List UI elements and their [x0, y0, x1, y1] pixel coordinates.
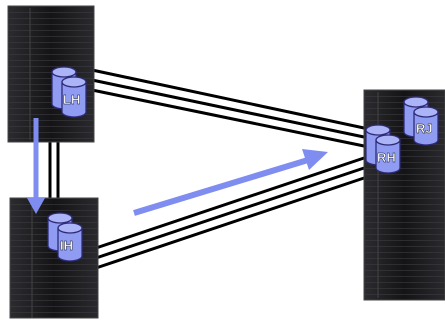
server-lh — [7, 5, 95, 143]
node-label-rh: RH — [377, 150, 396, 165]
link-ih-to-right — [95, 156, 365, 270]
node-label-lh: LH — [63, 92, 80, 107]
database-cylinder-icon — [57, 222, 83, 262]
disk-group-rh: RH — [365, 124, 401, 174]
link-lh-to-ih — [48, 140, 60, 200]
database-cylinder-icon — [375, 134, 401, 174]
database-cylinder-icon — [61, 76, 87, 118]
node-label-ih: IH — [60, 238, 73, 253]
node-label-rj: RJ — [416, 121, 433, 136]
replication-arrow-down — [27, 118, 45, 214]
disk-group-ih: IH — [47, 212, 83, 262]
disk-group-rj: RJ — [403, 96, 439, 146]
disk-group-lh: LH — [51, 66, 87, 118]
replication-arrow-right — [133, 149, 328, 216]
database-cylinder-icon — [413, 106, 439, 146]
link-lh-to-right — [91, 68, 365, 148]
